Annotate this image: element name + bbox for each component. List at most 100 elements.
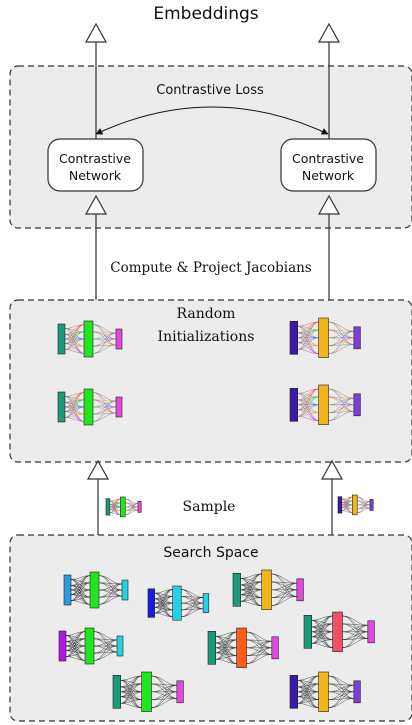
net-edge bbox=[181, 608, 204, 618]
init-net-right-top bbox=[289, 317, 361, 358]
net-layer-input bbox=[289, 320, 298, 355]
net-layer-hidden bbox=[351, 494, 358, 516]
init-net-right-bottom bbox=[289, 384, 361, 425]
init-net-left-top bbox=[57, 320, 123, 358]
space-net-6 bbox=[303, 611, 375, 652]
net-layer-input bbox=[57, 391, 66, 423]
net-edge bbox=[240, 601, 262, 606]
net-edge bbox=[328, 344, 354, 354]
net-edge bbox=[246, 631, 272, 655]
contrastive-network-right-line2: Network bbox=[302, 168, 355, 183]
net-layer-hidden bbox=[120, 496, 126, 518]
net-edge bbox=[328, 684, 354, 708]
sample-net-right bbox=[337, 494, 374, 516]
net-layer-output bbox=[121, 579, 129, 601]
net-layer-hidden bbox=[141, 671, 152, 712]
net-layer-hidden bbox=[89, 571, 100, 609]
net-layer-input bbox=[57, 323, 66, 355]
sample-label: Sample bbox=[183, 499, 236, 515]
space-net-4 bbox=[58, 627, 124, 665]
net-edge bbox=[240, 581, 262, 602]
net-layer-output bbox=[271, 636, 279, 660]
space-net-7 bbox=[112, 671, 184, 712]
search-space-panel bbox=[9, 534, 412, 722]
net-edge bbox=[98, 595, 123, 605]
net-edge bbox=[240, 573, 262, 602]
random-initializations-line2: Initializations bbox=[158, 329, 255, 345]
net-layer-output bbox=[369, 499, 374, 511]
net-edge bbox=[215, 639, 237, 660]
net-layer-hidden bbox=[318, 384, 329, 425]
net-layer-output bbox=[115, 328, 123, 350]
net-edge bbox=[246, 640, 272, 664]
net-layer-input bbox=[58, 630, 67, 662]
net-layer-hidden bbox=[83, 320, 94, 358]
net-edge bbox=[297, 388, 319, 417]
net-layer-output bbox=[296, 578, 304, 602]
sample-net-left bbox=[105, 496, 142, 518]
net-layer-hidden bbox=[84, 627, 95, 665]
contrastive-network-left-line2: Network bbox=[69, 168, 122, 183]
space-net-1 bbox=[63, 571, 129, 609]
init-net-left-bottom bbox=[57, 388, 123, 426]
net-edge bbox=[65, 656, 86, 661]
net-edge bbox=[64, 417, 85, 422]
net-edge bbox=[271, 596, 297, 606]
net-layer-input bbox=[303, 614, 312, 649]
net-layer-input bbox=[112, 674, 121, 709]
jacobian-arrow-right-head bbox=[317, 194, 341, 215]
contrastive-network-right-line1: Contrastive bbox=[292, 151, 364, 166]
contrastive-network-left-line1: Contrastive bbox=[59, 151, 131, 166]
embedding-arrow-left-head bbox=[84, 22, 108, 43]
net-layer-input bbox=[207, 630, 216, 665]
compute-jacobians-label: Compute & Project Jacobians bbox=[110, 260, 312, 276]
net-edge bbox=[341, 510, 353, 514]
net-edge bbox=[342, 615, 368, 639]
jacobian-arrow-left-head bbox=[84, 194, 108, 215]
contrastive-network-left bbox=[47, 138, 144, 192]
net-edge bbox=[297, 329, 319, 350]
net-edge bbox=[328, 321, 354, 345]
net-edge bbox=[342, 638, 368, 648]
middle-panel bbox=[9, 299, 412, 463]
net-layer-output bbox=[353, 326, 361, 350]
net-layer-input bbox=[337, 496, 343, 514]
contrastive-loss-arrow bbox=[95, 106, 329, 135]
net-layer-hidden bbox=[332, 611, 343, 652]
net-layer-input bbox=[147, 588, 155, 618]
net-layer-input bbox=[289, 387, 298, 422]
net-layer-hidden bbox=[83, 388, 94, 426]
net-edge bbox=[311, 623, 333, 644]
search-space-title: Search Space bbox=[163, 545, 258, 561]
net-edge bbox=[342, 624, 368, 648]
net-layer-hidden bbox=[236, 627, 247, 668]
space-net-5 bbox=[207, 627, 279, 668]
net-layer-hidden bbox=[172, 585, 182, 621]
net-edge bbox=[328, 397, 354, 421]
net-layer-output bbox=[353, 393, 361, 417]
net-edge bbox=[70, 600, 91, 605]
net-layer-output bbox=[137, 501, 142, 513]
net-edge bbox=[92, 344, 117, 354]
net-edge bbox=[328, 675, 354, 699]
net-edge bbox=[125, 509, 138, 516]
search-space-networks bbox=[58, 569, 375, 712]
net-layer-output bbox=[353, 680, 361, 704]
net-layer-output bbox=[202, 593, 210, 613]
net-edge bbox=[120, 703, 142, 708]
net-edge bbox=[215, 631, 237, 660]
random-initializations-line1: Random bbox=[177, 306, 236, 322]
net-edge bbox=[357, 507, 370, 514]
net-layer-output bbox=[367, 620, 375, 644]
net-edge bbox=[297, 396, 319, 417]
net-edge bbox=[154, 612, 173, 618]
net-layer-input bbox=[232, 572, 241, 607]
net-edge bbox=[297, 675, 319, 704]
net-edge bbox=[328, 698, 354, 708]
net-edge bbox=[92, 412, 117, 422]
net-edge bbox=[151, 675, 177, 699]
net-layer-output bbox=[115, 396, 123, 418]
net-layer-hidden bbox=[318, 671, 329, 712]
